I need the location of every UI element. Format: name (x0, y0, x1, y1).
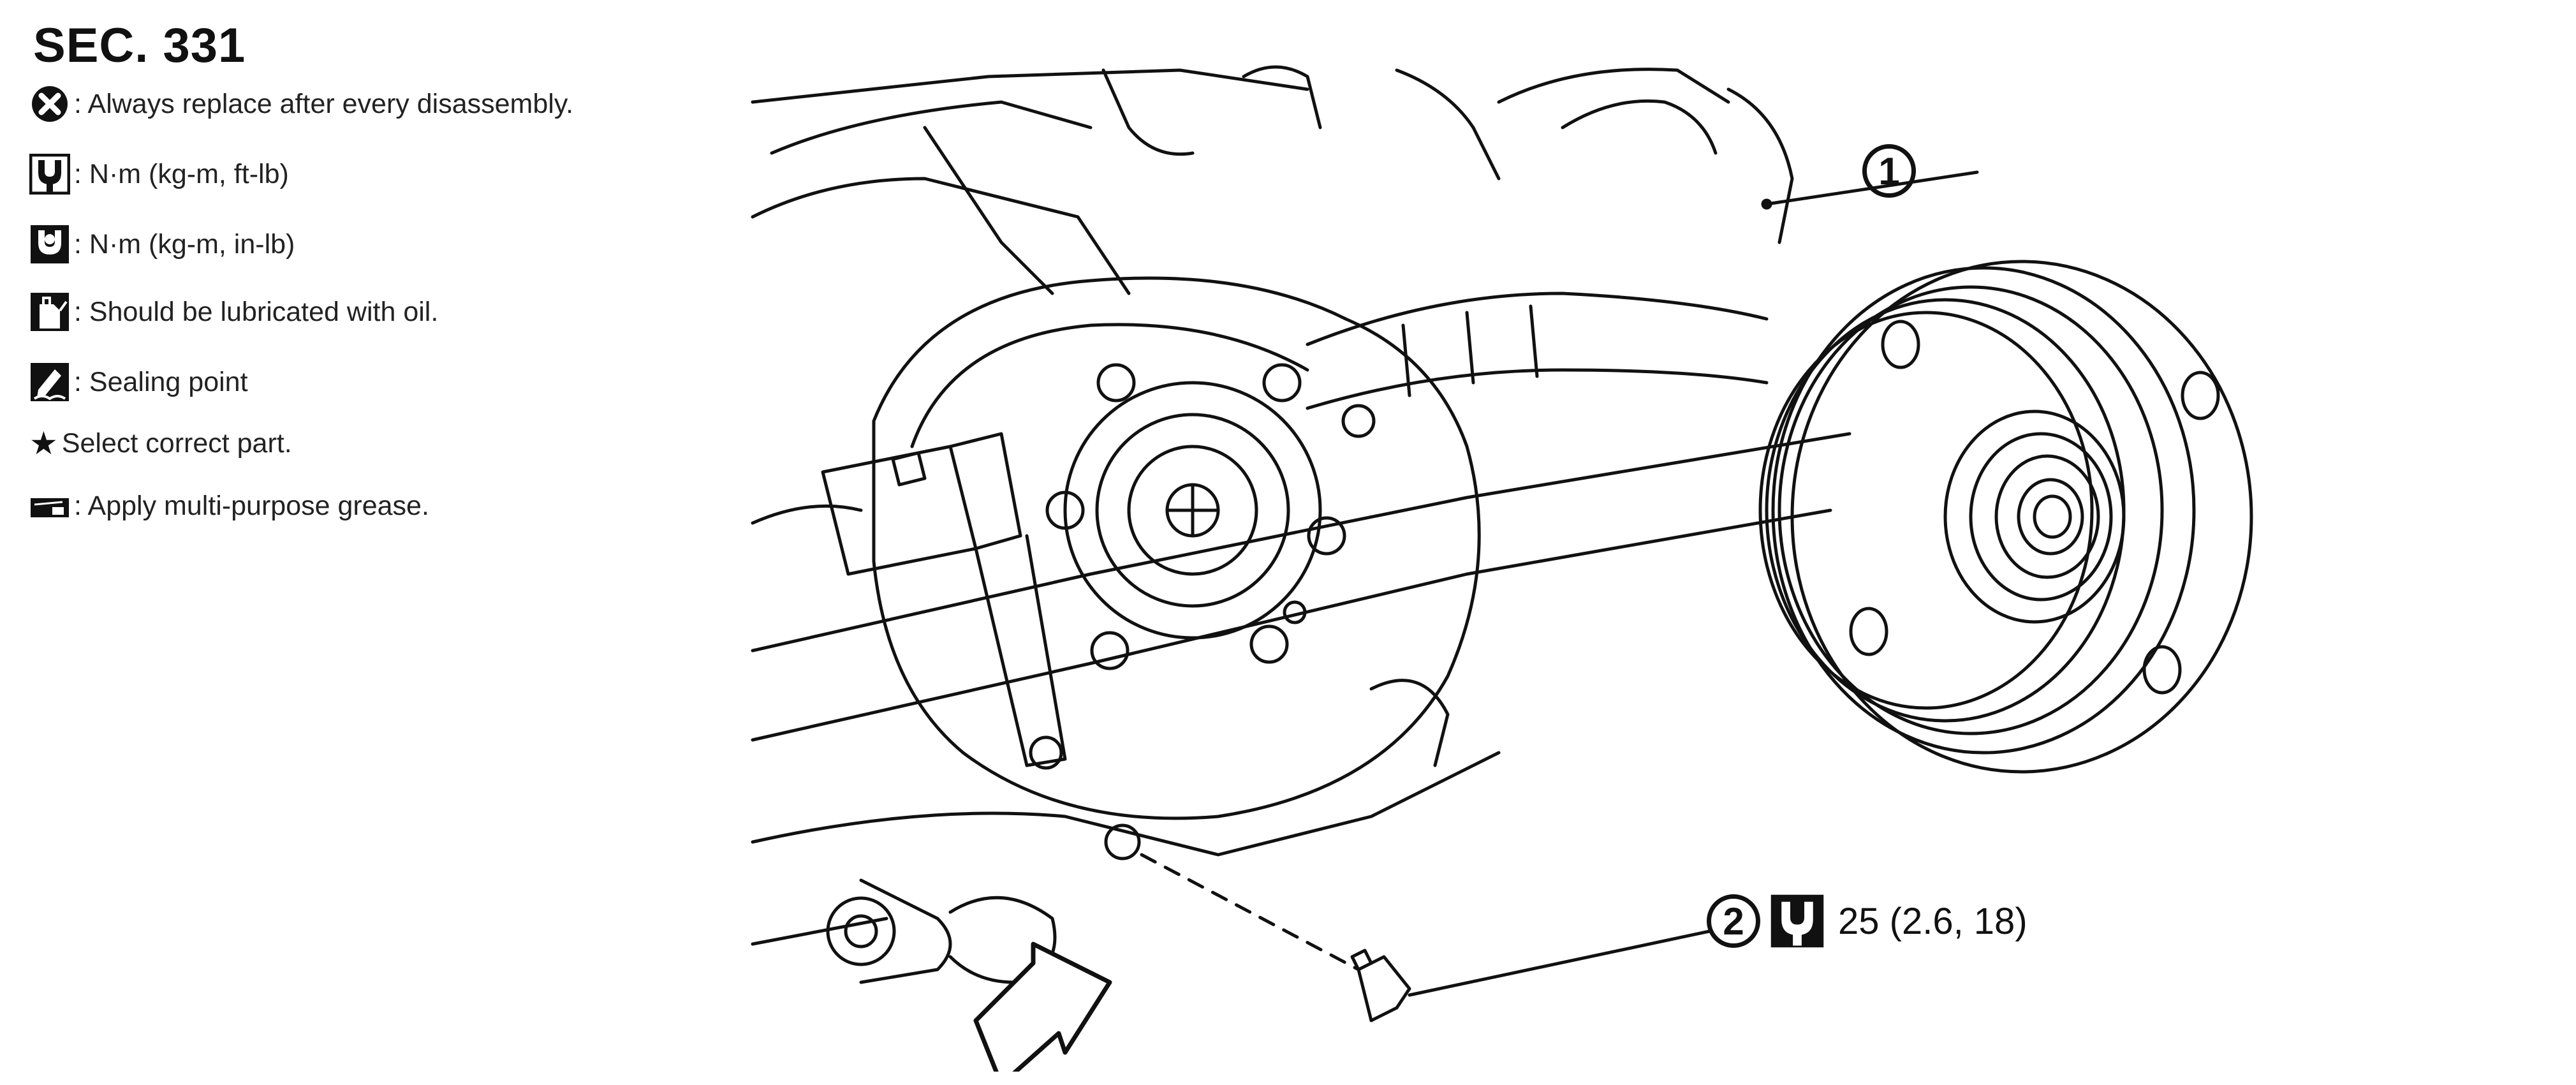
oil-can-icon (29, 292, 70, 332)
legend-text: : Apply multi-purpose grease. (74, 490, 429, 521)
legend-text: : Always replace after every disassembly… (74, 88, 574, 119)
star-icon: ★ (29, 425, 58, 462)
torque-spec: 25 (2.6, 18) (1838, 900, 2028, 942)
final-drive-diagram (733, 51, 2424, 1072)
legend-text: : N·m (kg-m, in-lb) (74, 228, 295, 260)
legend-text: Select correct part. (61, 427, 292, 459)
legend-item-sealing: : Sealing point (29, 360, 248, 404)
legend-item-select-part: ★ Select correct part. (29, 421, 292, 466)
replace-x-icon (29, 84, 70, 124)
callout-part-2: 2 25 (2.6, 18) (1707, 893, 2028, 949)
torque-wrench-icon (1769, 893, 1825, 949)
legend-text: : Sealing point (74, 366, 248, 397)
part-number-badge: 1 (1862, 144, 1916, 198)
legend-text: : Should be lubricated with oil. (74, 296, 439, 327)
legend-item-oil: : Should be lubricated with oil. (29, 290, 438, 334)
legend-item-torque-ftlb: : N·m (kg-m, ft-lb) (29, 152, 289, 196)
legend-text: : N·m (kg-m, ft-lb) (74, 158, 289, 189)
callout-part-1: 1 (1862, 144, 1916, 198)
view-direction-arrow-icon (973, 941, 1112, 1072)
page-title: SEC. 331 (33, 18, 246, 73)
legend-item-grease: : Apply multi-purpose grease. (29, 483, 429, 528)
sealant-icon (29, 362, 70, 402)
legend-item-torque-inlb: : N·m (kg-m, in-lb) (29, 222, 295, 267)
legend-item-replace: : Always replace after every disassembly… (29, 82, 573, 126)
torque-wrench-icon (29, 154, 70, 195)
grease-icon (29, 485, 70, 526)
torque-wrench-filled-icon (29, 224, 70, 265)
part-number-badge: 2 (1707, 894, 1760, 948)
